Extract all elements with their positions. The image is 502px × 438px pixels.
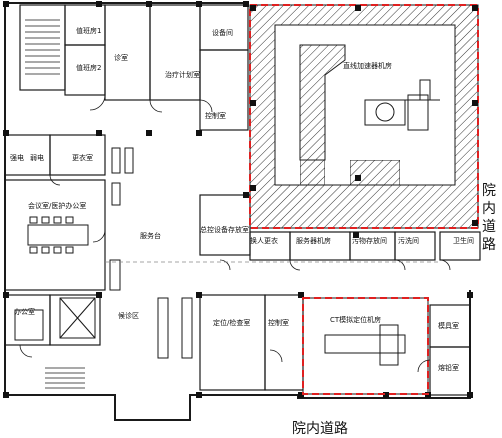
label-laping: 熔铅室 <box>438 363 459 372</box>
label-weisheng: 卫生间 <box>453 236 474 245</box>
stairs-upper <box>25 19 60 75</box>
label-huanren: 换人更衣 <box>250 236 278 245</box>
ct-room <box>302 297 429 395</box>
conference-table <box>27 216 89 254</box>
label-gengyi: 更衣室 <box>72 153 93 162</box>
label-qiangdian: 强电 <box>10 153 24 162</box>
label-zhenshi: 诊室 <box>114 53 128 62</box>
room-labels: 值班房1 值班房2 诊室 治疗计划室 设备间 直线加速器机房 控制室 强电 弱电… <box>10 26 474 372</box>
road-labels: 院内道路 院 内 道 路 <box>292 183 500 437</box>
elevators <box>14 297 96 341</box>
label-shebei: 设备间 <box>212 28 233 37</box>
label-road-right: 院 内 道 路 <box>482 183 500 253</box>
label-huiyi: 会议室/医护办公室 <box>28 201 86 210</box>
label-kongzhi2: 控制室 <box>268 318 289 327</box>
linac-bunker <box>249 4 479 229</box>
waiting-seats <box>109 147 193 359</box>
label-road-bottom: 院内道路 <box>292 421 348 437</box>
label-dingwei: 定位/检查室 <box>213 318 250 327</box>
label-xixi: 污洗间 <box>398 236 419 245</box>
label-moju: 模具室 <box>438 321 459 330</box>
label-zhiliao: 治疗计划室 <box>165 70 200 79</box>
linac-machine <box>364 79 440 131</box>
label-linac: 直线加速器机房 <box>343 61 392 70</box>
label-fuwutai: 服务台 <box>140 231 161 240</box>
label-jiuzhen: 候诊区 <box>118 311 139 320</box>
label-zhongkong: 总控设备存放室 <box>200 225 249 234</box>
structural-columns <box>3 1 473 398</box>
label-fuwuqi: 服务器机房 <box>296 236 331 245</box>
label-wuwu: 污物存放间 <box>352 236 387 245</box>
label-ruodian: 弱电 <box>30 153 44 162</box>
label-kongzhi1: 控制室 <box>205 111 226 120</box>
stairs-lower <box>45 367 85 389</box>
label-qinfang1: 值班房1 <box>76 26 101 35</box>
label-ct: CT模拟定位机房 <box>330 315 381 324</box>
label-qinfang2: 值班房2 <box>76 63 101 72</box>
label-bangong: 办公室 <box>14 307 35 316</box>
ct-scanner <box>324 324 406 366</box>
door-swings <box>19 94 451 373</box>
